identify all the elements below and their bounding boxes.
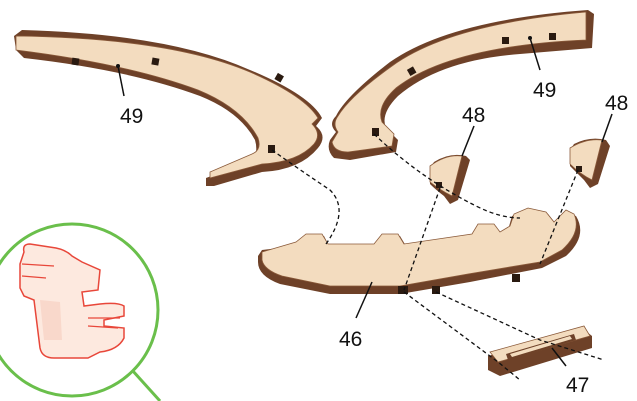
label-part-49-left: 49	[120, 105, 143, 128]
detail-inset	[0, 222, 162, 401]
part-49-right-face	[331, 11, 587, 153]
guide-left-arm-to-base	[271, 149, 340, 245]
part-48-right	[569, 113, 613, 188]
detail-pointer	[130, 368, 162, 401]
label-part-46: 46	[339, 328, 362, 351]
part-48-left	[429, 125, 475, 204]
label-part-47: 47	[566, 374, 589, 397]
guide-base-to-47-a	[403, 291, 521, 381]
guide-base-to-47-b	[435, 291, 605, 361]
label-part-49-right: 49	[533, 79, 556, 102]
guide-right-arm-to-base	[373, 133, 521, 219]
part-49-right-edge	[328, 10, 594, 160]
part-49-left-face	[15, 35, 319, 179]
label-part-48-right: 48	[605, 92, 628, 115]
part-46	[258, 207, 581, 319]
part-49-left-edge	[14, 30, 323, 186]
part-49-right	[328, 10, 594, 160]
part-46-face	[261, 207, 577, 287]
part-labels: 49 49 48 48 46 47	[120, 79, 628, 397]
guide-48-right-to-base	[539, 169, 579, 265]
label-part-48-left: 48	[462, 104, 485, 127]
part-49-left	[14, 30, 323, 186]
assembly-guides	[271, 133, 605, 381]
part-47	[488, 325, 592, 376]
